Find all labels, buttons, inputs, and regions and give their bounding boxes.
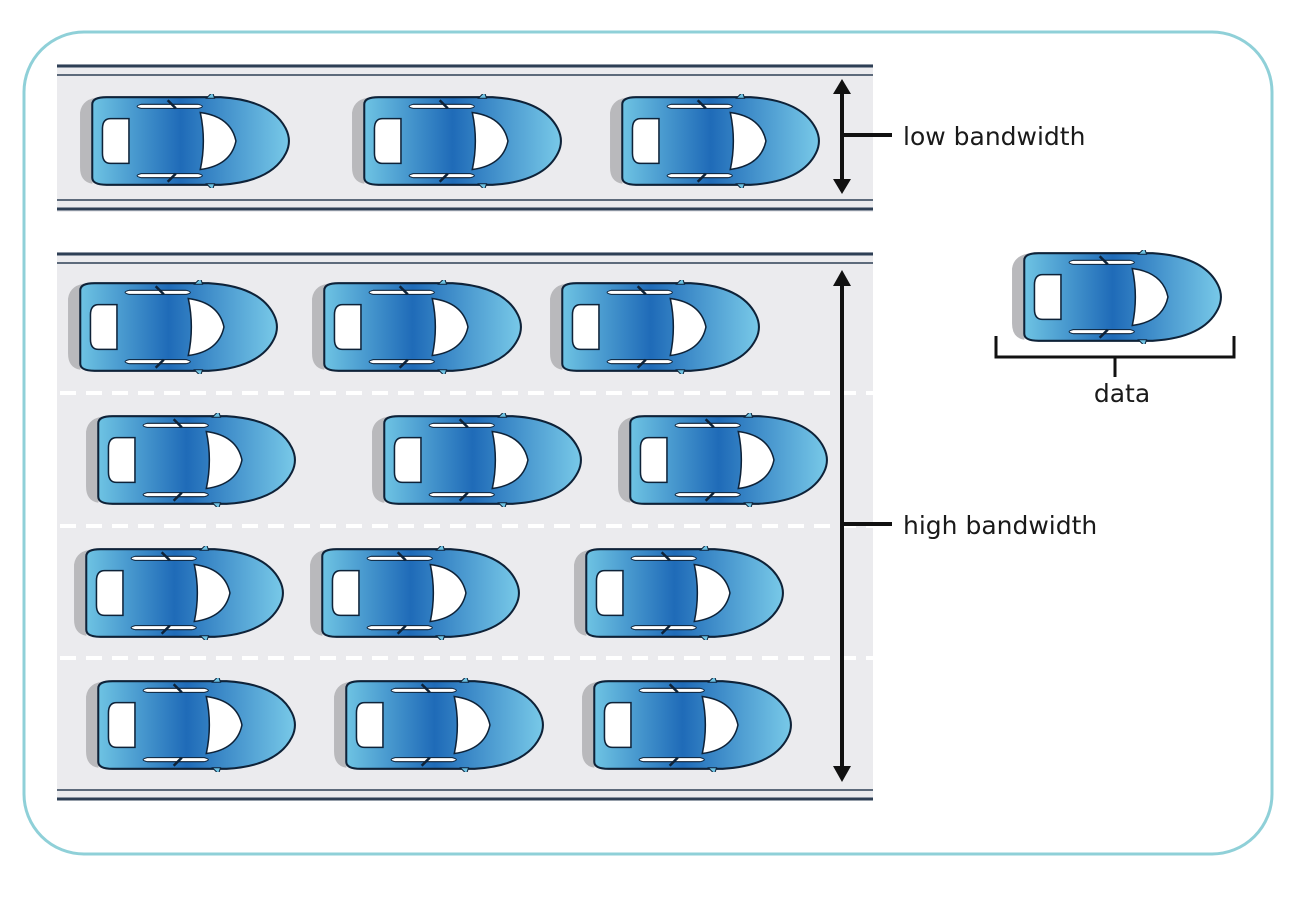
car-icon xyxy=(332,678,545,772)
car-icon xyxy=(350,94,563,188)
car-icon xyxy=(1010,250,1223,344)
car-icon xyxy=(72,546,285,640)
car-icon xyxy=(608,94,821,188)
car-icon xyxy=(580,678,793,772)
high-bandwidth-label: high bandwidth xyxy=(903,511,1097,540)
car-icon xyxy=(572,546,785,640)
car-icon xyxy=(308,546,521,640)
data-legend: data xyxy=(994,250,1236,408)
low-bandwidth-label: low bandwidth xyxy=(903,122,1085,151)
data-label: data xyxy=(1094,379,1150,408)
outer-frame xyxy=(22,30,1274,856)
car-icon xyxy=(370,413,583,507)
car-icon xyxy=(616,413,829,507)
car-icon xyxy=(66,280,279,374)
low-bandwidth-arrow xyxy=(833,79,892,194)
car-icon xyxy=(78,94,291,188)
car-icon xyxy=(548,280,761,374)
car-icon xyxy=(84,678,297,772)
high-bandwidth-arrow xyxy=(833,270,892,782)
car-icon xyxy=(310,280,523,374)
car-icon xyxy=(84,413,297,507)
